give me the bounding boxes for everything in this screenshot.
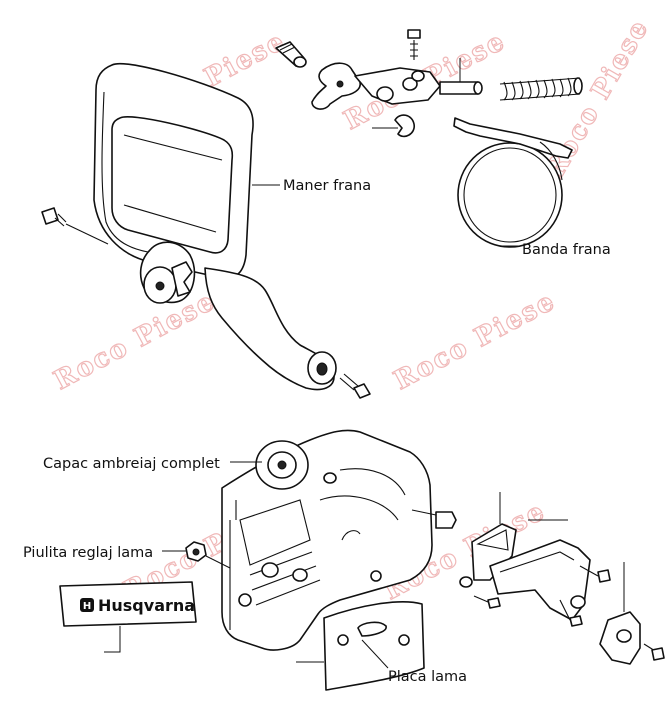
bar-plate-part bbox=[323, 601, 425, 691]
watermark-3: Roco Piese bbox=[49, 286, 221, 396]
watermark-7: Roco Piese bbox=[540, 14, 655, 183]
leader-placa-lama bbox=[361, 639, 389, 669]
chain-catcher-parts bbox=[459, 492, 665, 665]
husqvarna-decal: H Husqvarna bbox=[59, 581, 197, 653]
label-maner-frana: Maner frana bbox=[283, 178, 371, 194]
adjust-nut-part bbox=[185, 541, 207, 562]
label-piulita-reglaj: Piulita reglaj lama bbox=[23, 545, 153, 561]
husqvarna-logo-icon bbox=[80, 598, 94, 612]
husqvarna-logo-text: Husqvarna bbox=[98, 596, 195, 615]
screw-left bbox=[41, 207, 67, 227]
label-capac-ambreiaj: Capac ambreiaj complet bbox=[43, 456, 220, 472]
husqvarna-mark: H bbox=[83, 601, 91, 612]
brake-handle-part bbox=[41, 62, 371, 399]
screw-bottom bbox=[339, 373, 371, 399]
spring bbox=[499, 77, 583, 101]
watermark-4: Roco Piese bbox=[389, 286, 561, 396]
clutch-cover-part bbox=[221, 429, 457, 651]
label-banda-frana: Banda frana bbox=[522, 242, 611, 258]
brake-mechanism-part bbox=[275, 29, 583, 138]
brake-band-part bbox=[453, 117, 573, 248]
label-placa-lama: Placa lama bbox=[388, 669, 467, 685]
